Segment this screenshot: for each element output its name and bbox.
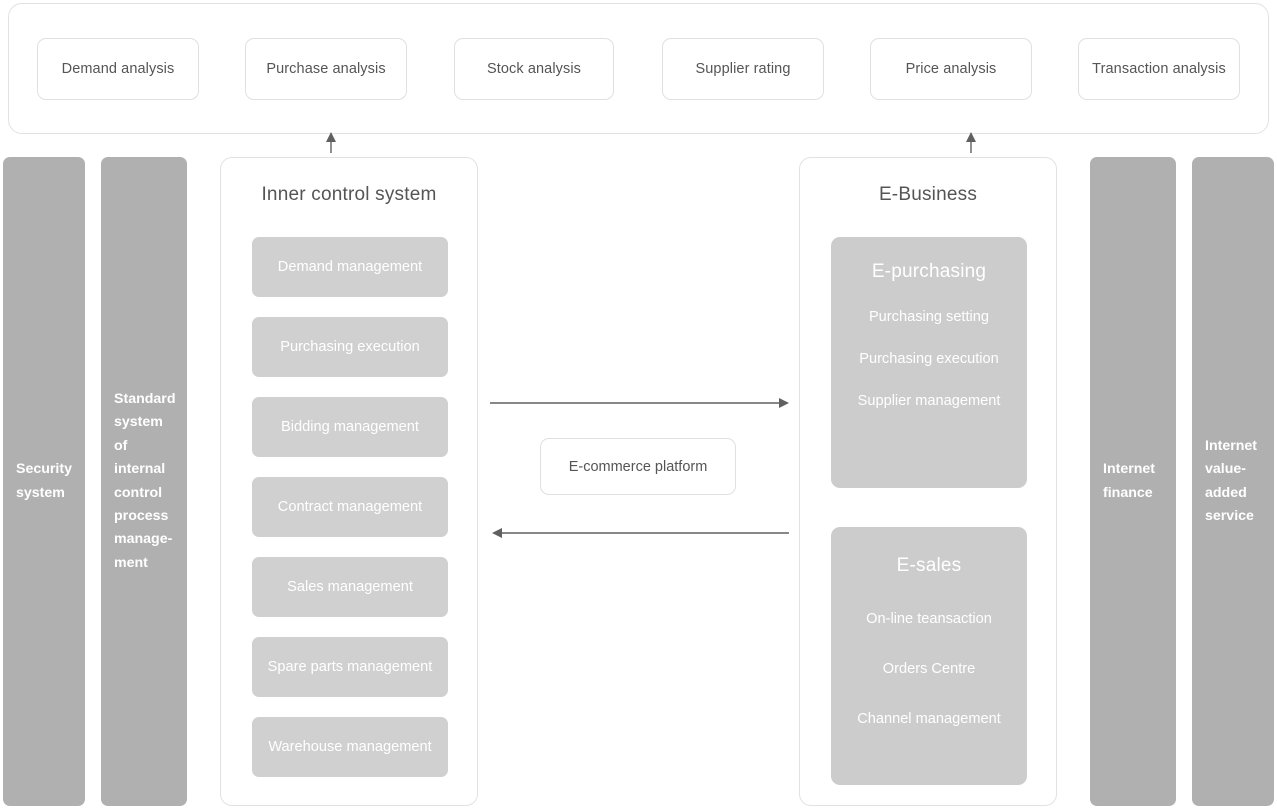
analysis-tile-supplier-rating[interactable]: Supplier rating bbox=[662, 38, 824, 100]
analysis-tile-demand-analysis[interactable]: Demand analysis bbox=[37, 38, 199, 100]
inner-control-tile-sales-management[interactable]: Sales management bbox=[252, 557, 448, 617]
ebusiness-item-purchasing-setting[interactable]: Purchasing setting bbox=[868, 309, 990, 325]
ebusiness-group-title: E-purchasing bbox=[871, 261, 987, 282]
side-column-label-line: added bbox=[1205, 484, 1247, 501]
side-column-label-line: Security bbox=[16, 461, 72, 478]
inner-control-tile-demand-management[interactable]: Demand management bbox=[252, 237, 448, 297]
analysis-tile-transaction-analysis[interactable]: Transaction analysis bbox=[1078, 38, 1240, 100]
inner-control-system-title: Inner control system bbox=[261, 184, 437, 205]
inner-control-tile-purchasing-execution[interactable]: Purchasing execution bbox=[252, 317, 448, 377]
e-commerce-platform-box[interactable]: E-commerce platform bbox=[540, 438, 736, 495]
side-column-internet-finance: Internet finance bbox=[1090, 157, 1176, 806]
side-column-label-line: finance bbox=[1103, 484, 1153, 501]
ebusiness-item-channel-management[interactable]: Channel management bbox=[857, 711, 1001, 727]
side-column-label-line: control bbox=[114, 484, 163, 501]
side-column-label-line: process bbox=[114, 507, 169, 524]
side-column-label-line: service bbox=[1205, 507, 1254, 524]
analysis-tile-purchase-analysis[interactable]: Purchase analysis bbox=[245, 38, 407, 100]
side-column-label: Internet value-added service bbox=[1205, 435, 1257, 529]
side-column-label-line: ment bbox=[114, 554, 148, 571]
side-column-label-line: system bbox=[16, 484, 65, 501]
side-column-label-line: Internet bbox=[1103, 461, 1156, 478]
inner-control-tile-contract-management[interactable]: Contract management bbox=[252, 477, 448, 537]
side-column-standard-system: Standard system of internal control process m… bbox=[101, 157, 187, 806]
side-column-label-line: Standard bbox=[114, 390, 176, 407]
ebusiness-item-on-line-teansaction[interactable]: On-line teansaction bbox=[866, 611, 992, 627]
analysis-tile-price-analysis[interactable]: Price analysis bbox=[870, 38, 1032, 100]
analysis-tile-stock-analysis[interactable]: Stock analysis bbox=[454, 38, 614, 100]
side-column-label-line: system of bbox=[114, 414, 163, 454]
side-column-label-line: value- bbox=[1205, 461, 1247, 478]
side-column-label: Internet finance bbox=[1103, 458, 1155, 505]
side-column-label: Standard system of internal control process m… bbox=[114, 388, 176, 575]
ebusiness-title: E-Business bbox=[878, 184, 978, 205]
side-column-internet-value-added-service: Internet value-added service bbox=[1192, 157, 1274, 806]
inner-control-tile-bidding-management[interactable]: Bidding management bbox=[252, 397, 448, 457]
ebusiness-group-title: E-sales bbox=[896, 555, 962, 576]
side-column-label: Security system bbox=[16, 458, 72, 505]
arrow-inner-control-to-ebusiness-head bbox=[779, 398, 789, 408]
side-column-label-line: Internet bbox=[1205, 437, 1258, 454]
ebusiness-item-purchasing-execution[interactable]: Purchasing execution bbox=[859, 351, 999, 367]
ebusiness-item-supplier-management[interactable]: Supplier management bbox=[857, 393, 1001, 409]
analysis-bar: Demand analysis Purchase analysis Stock an… bbox=[8, 3, 1269, 134]
ebusiness-item-orders-centre[interactable]: Orders Centre bbox=[882, 661, 976, 677]
inner-control-tile-warehouse-management[interactable]: Warehouse management bbox=[252, 717, 448, 777]
arrow-ebusiness-to-inner-control-head bbox=[492, 528, 502, 538]
side-column-security-system: Security system bbox=[3, 157, 85, 806]
side-column-label-line: internal bbox=[114, 461, 166, 478]
inner-control-tile-spare-parts-management[interactable]: Spare parts management bbox=[252, 637, 448, 697]
side-column-label-line: manage- bbox=[114, 531, 173, 548]
